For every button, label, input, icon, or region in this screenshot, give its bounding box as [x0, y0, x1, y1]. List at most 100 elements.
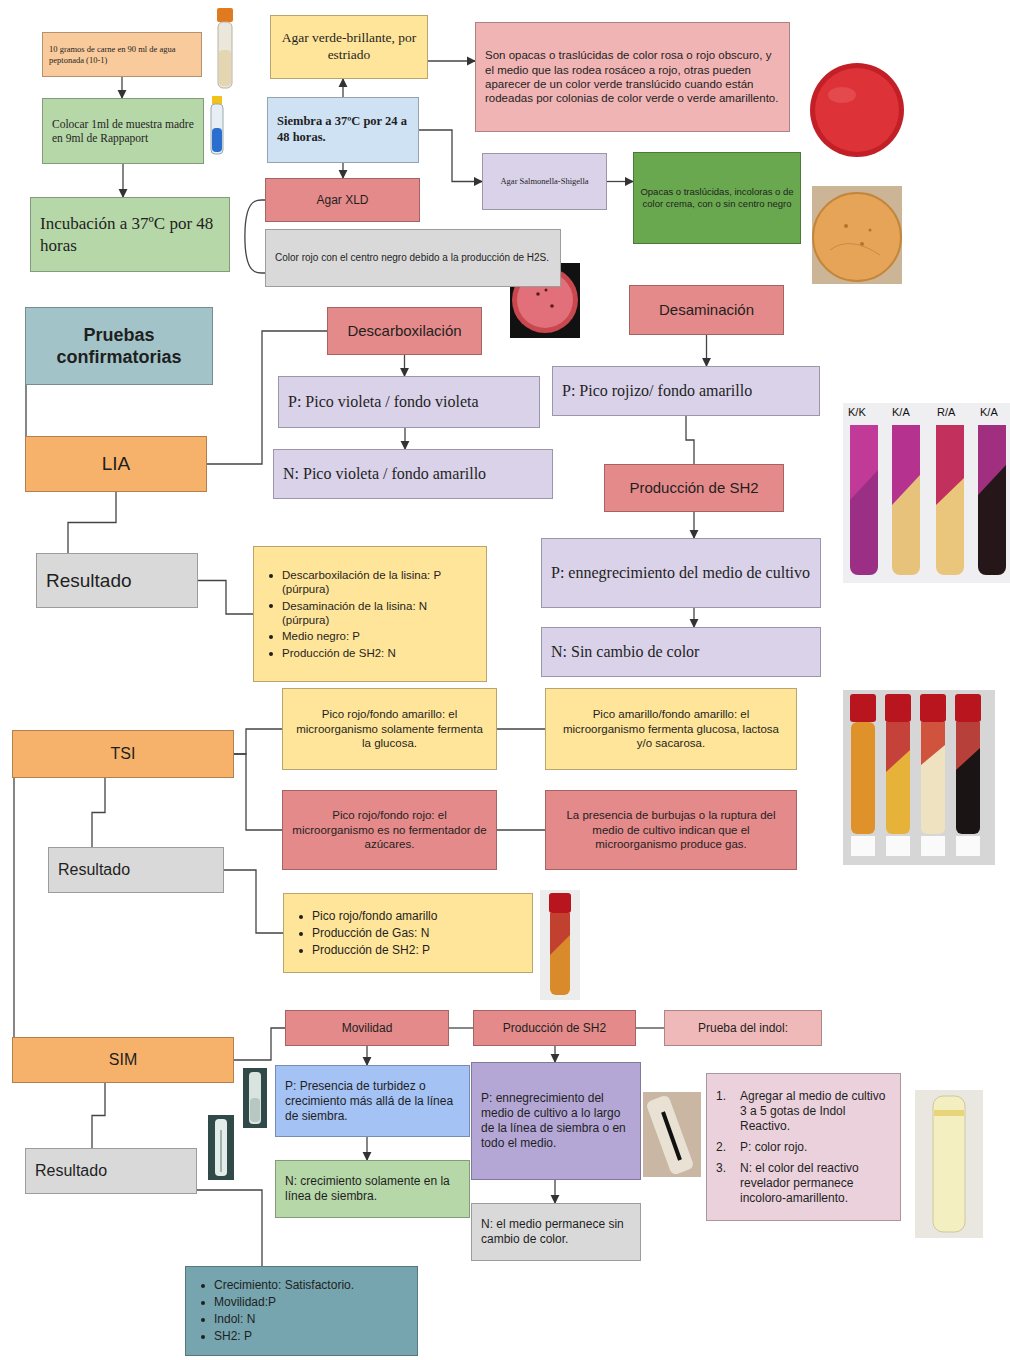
photo-shape — [212, 128, 222, 152]
node-text: P: ennegrecimiento del medio de cultivo — [551, 563, 811, 583]
node-text: Resultado — [58, 860, 214, 880]
connector-line — [419, 130, 482, 182]
node-text: Descarboxilación — [337, 322, 472, 341]
process-box: Movilidad — [285, 1010, 449, 1046]
process-box: Opacas o traslúcidas, incoloras o de col… — [633, 152, 801, 244]
connector-line — [449, 1027, 473, 1028]
connector-line — [92, 778, 105, 847]
node-text: N: el color del reactivo revelador perma… — [740, 1161, 891, 1206]
process-box: Pico rojo/fondo amarillo: el microorgani… — [282, 688, 497, 770]
photo-shape — [885, 694, 911, 722]
photo-label: K/A — [980, 406, 998, 418]
bullet-dot — [201, 1284, 205, 1288]
section-heading-box: Pruebas confirmatorias — [25, 307, 213, 385]
list-number: 3. — [716, 1161, 740, 1176]
node-text: Indol: N — [214, 1312, 255, 1327]
photo-shape — [915, 1090, 983, 1238]
connector-line — [636, 1027, 664, 1028]
photo-shape — [956, 836, 980, 856]
node-text: SIM — [22, 1050, 224, 1070]
node-text: N: Sin cambio de color — [551, 642, 811, 662]
node-text: SH2: P — [214, 1329, 252, 1344]
photo-shape — [219, 50, 231, 86]
node-text: TSI — [22, 744, 224, 764]
process-box: P: Pico violeta / fondo violeta — [278, 376, 540, 428]
process-box: N: el medio permanece sin cambio de colo… — [471, 1203, 641, 1261]
photo-shape — [844, 224, 848, 228]
list-number: 1. — [716, 1089, 740, 1104]
node-text: Agar XLD — [275, 193, 410, 208]
bullet-dot — [201, 1301, 205, 1305]
node-text: Son opacas o traslúcidas de color rosa o… — [485, 48, 780, 106]
node-text: Color rojo con el centro negro debido a … — [275, 252, 551, 265]
bullet-item: Descarboxilación de la lisina: P (púrpur… — [263, 568, 477, 597]
photo-shape — [220, 1130, 222, 1172]
brilliant-green-plate-photo — [810, 63, 904, 157]
photo-shape — [850, 425, 878, 575]
bullet-item: Desaminación de la lisina: N (púrpura) — [263, 599, 477, 628]
bullet-item: Indol: N — [195, 1312, 408, 1327]
bullet-dot — [269, 652, 273, 656]
node-text: Producción de SH2: N — [282, 646, 396, 660]
broth-bottle-photo — [217, 8, 233, 88]
process-box: Incubación a 37ºC por 48 horas — [30, 197, 230, 272]
result-list-box: 1.Agregar al medio de cultivo 3 a 5 gota… — [706, 1073, 901, 1221]
photo-shape — [815, 68, 899, 152]
node-text: Pico amarillo/fondo amarillo: el microor… — [555, 707, 787, 750]
photo-shape — [956, 722, 980, 834]
ss-plate-photo — [812, 186, 902, 284]
bullet-item: Producción de SH2: N — [263, 646, 477, 660]
photo-shape — [920, 694, 946, 722]
node-text: P: Pico violeta / fondo violeta — [288, 392, 530, 412]
bullet-dot — [269, 635, 273, 639]
photo-shape — [843, 403, 1010, 583]
bullet-item: Crecimiento: Satisfactorio. — [195, 1278, 408, 1293]
process-box: Prueba del indol: — [664, 1010, 822, 1046]
photo-shape — [549, 893, 571, 913]
result-list-box: Descarboxilación de la lisina: P (púrpur… — [253, 546, 487, 682]
process-box: LIA — [25, 436, 207, 492]
photo-shape — [886, 722, 910, 834]
connector-line — [13, 778, 14, 1037]
photo-shape — [545, 289, 548, 292]
numbered-item: 1.Agregar al medio de cultivo 3 a 5 gota… — [716, 1089, 891, 1134]
photo-label: R/A — [937, 406, 955, 418]
node-text: Desaminación de la lisina: N (púrpura) — [282, 599, 477, 628]
photo-shape — [921, 836, 945, 856]
node-text: Crecimiento: Satisfactorio. — [214, 1278, 354, 1293]
numbered-item: 2.P: color rojo. — [716, 1140, 891, 1155]
lia-tubes-photo — [843, 403, 1010, 583]
process-box: Desaminación — [629, 285, 784, 335]
connector-line — [497, 728, 545, 729]
photo-shape — [830, 244, 880, 255]
photo-shape — [215, 1119, 227, 1176]
photo-shape — [212, 96, 222, 104]
connector-line — [404, 355, 405, 376]
process-box: TSI — [12, 730, 234, 778]
process-box: Pico rojo/fondo rojo: el microorganismo … — [282, 790, 497, 870]
process-box: Agar Salmonella-Shigella — [482, 153, 607, 210]
node-text: Opacas o traslúcidas, incoloras o de col… — [640, 186, 794, 210]
node-text: P: ennegrecimiento del medio de cultivo … — [481, 1091, 631, 1151]
bullet-dot — [299, 932, 303, 936]
process-box: Resultado — [36, 553, 198, 608]
photo-shape — [218, 22, 232, 88]
indol-tube-photo — [915, 1090, 983, 1238]
connector-line — [428, 60, 475, 61]
bullet-item: Movilidad:P — [195, 1295, 408, 1310]
process-box: Resultado — [25, 1148, 197, 1194]
photo-shape — [208, 1115, 234, 1180]
node-text: Producción de Gas: N — [312, 926, 429, 941]
connector-line — [68, 492, 116, 553]
node-text: Producción de SH2 — [483, 1021, 626, 1036]
node-text: Resultado — [35, 1161, 187, 1181]
node-text: Agar Salmonella-Shigella — [489, 176, 600, 187]
connector-line — [224, 870, 283, 933]
connector-line — [497, 829, 545, 830]
process-box: Resultado — [48, 847, 224, 893]
connector-line — [121, 77, 122, 98]
photo-shape — [643, 1092, 701, 1177]
photo-shape — [536, 292, 540, 296]
photo-shape — [645, 1094, 694, 1176]
